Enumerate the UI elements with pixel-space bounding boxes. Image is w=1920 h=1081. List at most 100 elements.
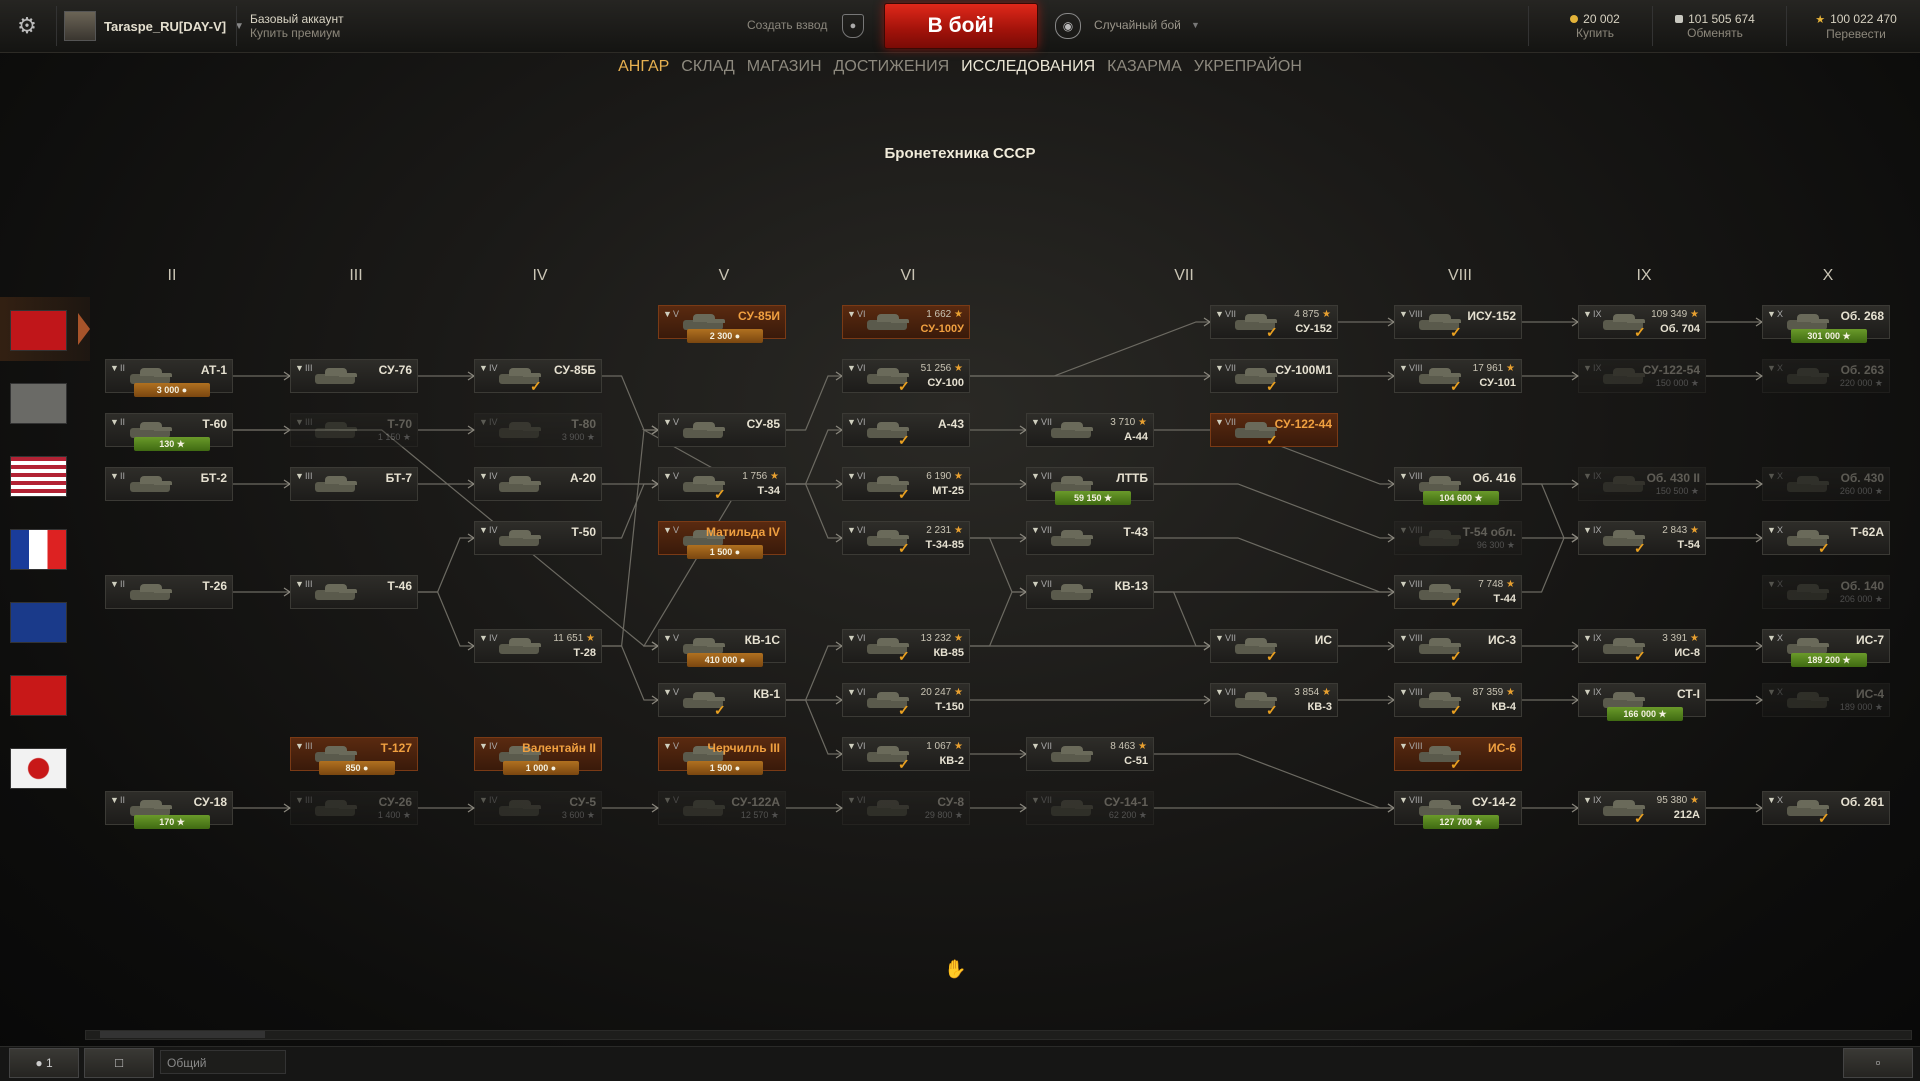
chat-channels-button[interactable]: □ — [84, 1048, 154, 1078]
nav-tab-4[interactable]: ИССЛЕДОВАНИЯ — [961, 58, 1096, 75]
buy-button[interactable]: 410 000 ● — [687, 653, 763, 667]
buy-button[interactable]: 850 ● — [319, 761, 395, 775]
buy-premium-link[interactable]: Купить премиум — [250, 26, 341, 40]
nav-tab-5[interactable]: КАЗАРМА — [1107, 58, 1182, 75]
chevron-down-icon[interactable]: ▼ — [1191, 20, 1200, 30]
free-xp-balance[interactable]: ★100 022 470 Перевести — [1796, 12, 1916, 41]
chat-channel-input[interactable]: Общий — [160, 1050, 286, 1074]
ussr-flag-icon[interactable] — [10, 310, 67, 351]
research-button[interactable]: 189 200 ★ — [1791, 653, 1867, 667]
buy-button[interactable]: 1 500 ● — [687, 545, 763, 559]
credits-balance[interactable]: 101 505 674 Обменять — [1660, 12, 1770, 40]
japan-flag-icon[interactable] — [10, 748, 67, 789]
scrollbar-thumb[interactable] — [100, 1031, 265, 1038]
research-button[interactable]: 166 000 ★ — [1607, 707, 1683, 721]
gold-balance[interactable]: 20 002 Купить — [1540, 12, 1650, 40]
gold-buy-link[interactable]: Купить — [1576, 26, 1614, 40]
china-flag-icon[interactable] — [10, 675, 67, 716]
nav-tab-1[interactable]: СКЛАД — [681, 58, 735, 75]
nav-tab-2[interactable]: МАГАЗИН — [746, 58, 822, 75]
usa-flag-icon[interactable] — [10, 456, 67, 497]
germany-flag-icon[interactable] — [10, 383, 67, 424]
research-button[interactable]: 301 000 ★ — [1791, 329, 1867, 343]
uk-flag-icon[interactable] — [10, 602, 67, 643]
research-button[interactable]: 127 700 ★ — [1423, 815, 1499, 829]
platoon-shield-icon[interactable]: ● — [842, 14, 864, 38]
nav-tab-3[interactable]: ДОСТИЖЕНИЯ — [833, 58, 950, 75]
research-button[interactable]: 130 ★ — [134, 437, 210, 451]
notifications-button[interactable]: ▫ — [1843, 1048, 1913, 1078]
buy-button[interactable]: 1 000 ● — [503, 761, 579, 775]
research-button[interactable]: 170 ★ — [134, 815, 210, 829]
contacts-button[interactable]: ● 1 — [9, 1048, 79, 1078]
credits-exchange-link[interactable]: Обменять — [1687, 26, 1743, 40]
battle-button[interactable]: В бой! — [884, 3, 1038, 49]
buy-button[interactable]: 1 500 ● — [687, 761, 763, 775]
create-platoon-button[interactable]: Создать взвод — [747, 18, 828, 32]
buy-button[interactable]: 3 000 ● — [134, 383, 210, 397]
nav-tab-0[interactable]: АНГАР — [618, 58, 670, 75]
